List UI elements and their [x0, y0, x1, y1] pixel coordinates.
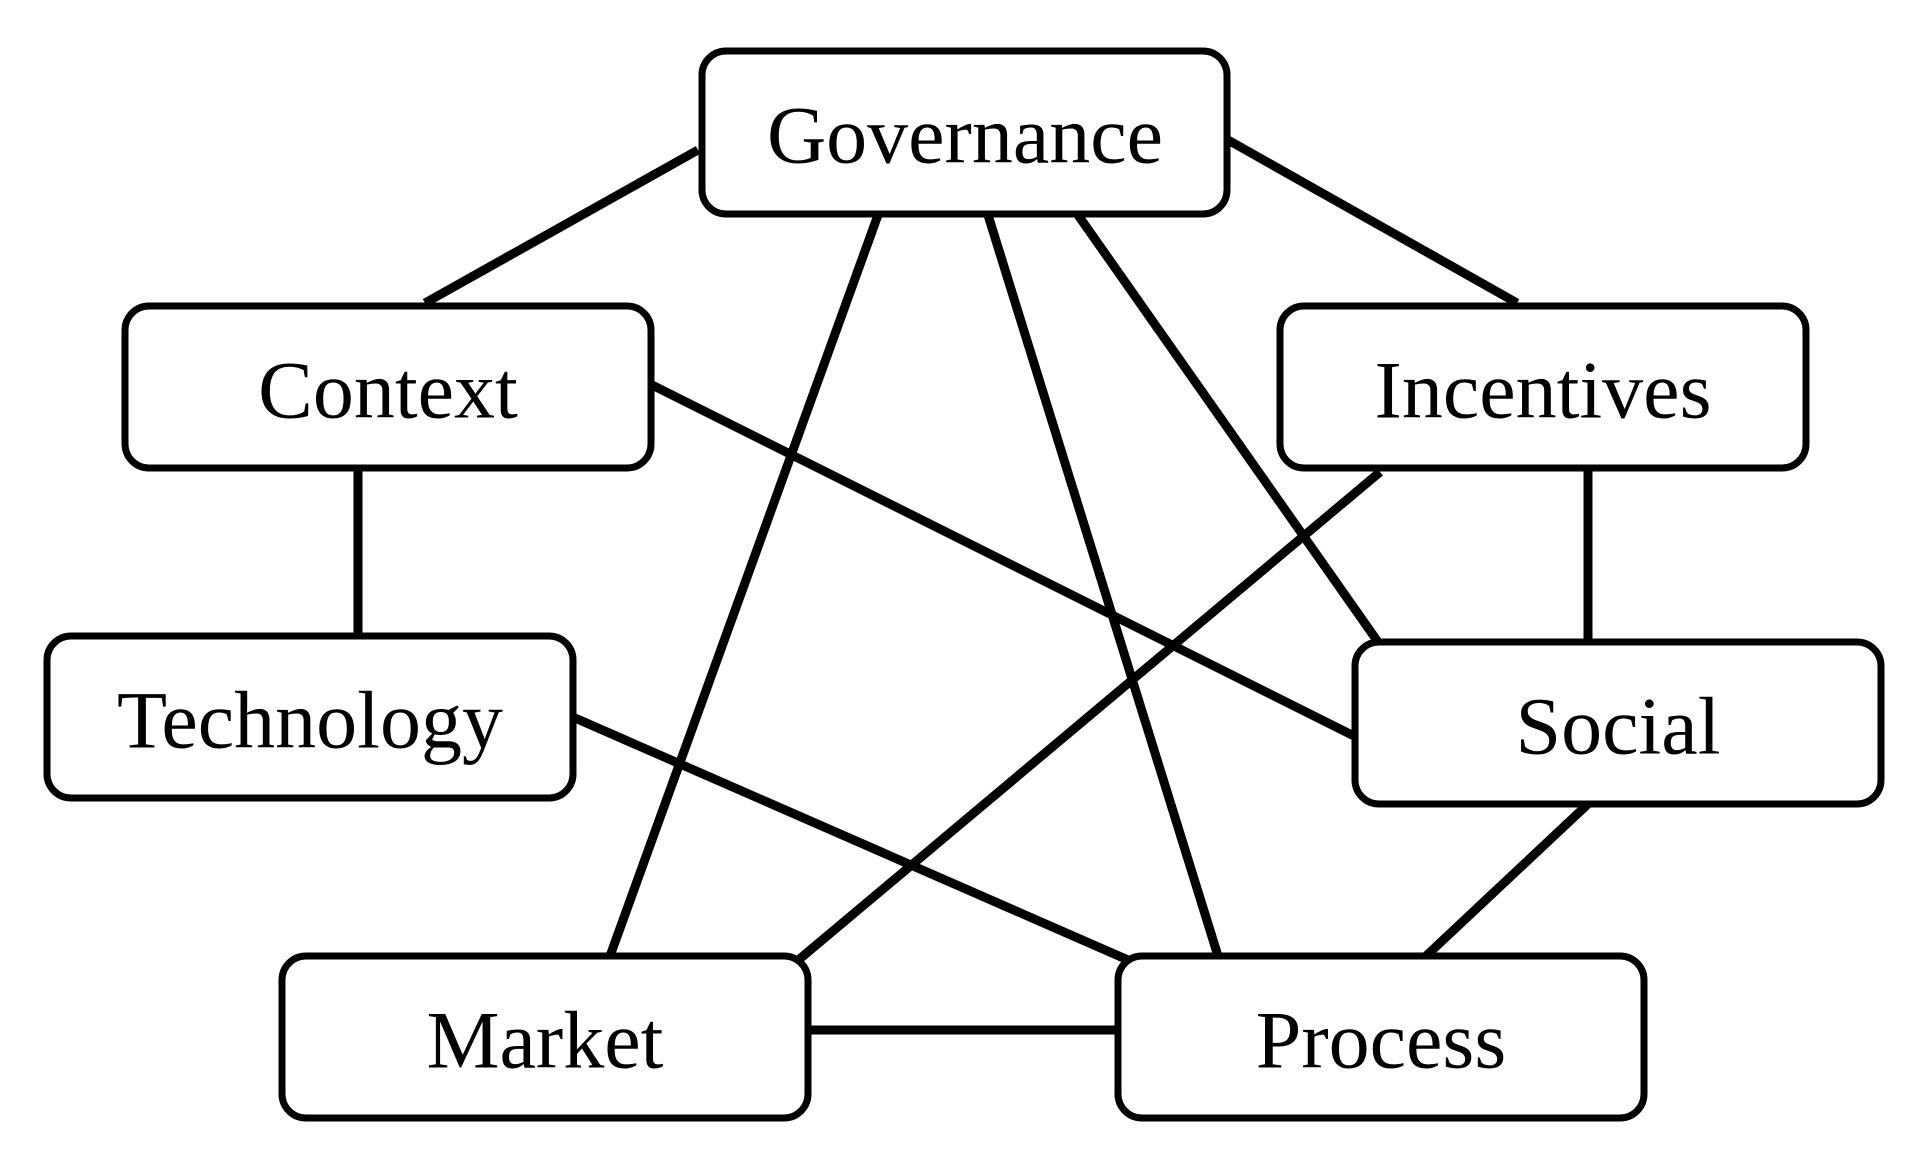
node-incentives-box — [1276, 302, 1810, 472]
node-governance-label: Governance — [767, 90, 1163, 181]
node-process-label: Process — [1256, 995, 1507, 1086]
node-market-label: Market — [427, 995, 664, 1086]
edge-governance-process — [983, 213, 1223, 958]
node-market: Market — [278, 952, 812, 1122]
edge-governance-social — [1074, 212, 1382, 645]
edge-social-process — [1422, 800, 1592, 960]
node-governance: Governance — [698, 47, 1231, 218]
node-market-box — [278, 952, 812, 1122]
edge-governance-context — [422, 146, 701, 307]
node-technology: Technology — [43, 632, 577, 802]
nodes-layer: Governance Context Incentives Technology… — [43, 47, 1885, 1122]
edge-incentives-market — [793, 468, 1383, 966]
node-social-label: Social — [1516, 681, 1721, 772]
node-context-label: Context — [258, 345, 518, 436]
node-incentives: Incentives — [1276, 302, 1810, 472]
node-context-box — [121, 302, 655, 472]
edges-layer — [353, 136, 1593, 1035]
node-social-box — [1351, 638, 1885, 808]
edge-context-social — [649, 380, 1361, 743]
node-social: Social — [1351, 638, 1885, 808]
node-technology-box — [43, 632, 577, 802]
edge-governance-market — [605, 213, 883, 958]
edge-governance-incentives — [1225, 136, 1520, 307]
node-governance-box — [698, 47, 1231, 218]
node-process: Process — [1114, 952, 1648, 1122]
node-context: Context — [121, 302, 655, 472]
node-process-box — [1114, 952, 1648, 1122]
node-technology-label: Technology — [117, 675, 503, 766]
edge-technology-process — [573, 713, 1130, 965]
node-incentives-label: Incentives — [1375, 345, 1712, 436]
